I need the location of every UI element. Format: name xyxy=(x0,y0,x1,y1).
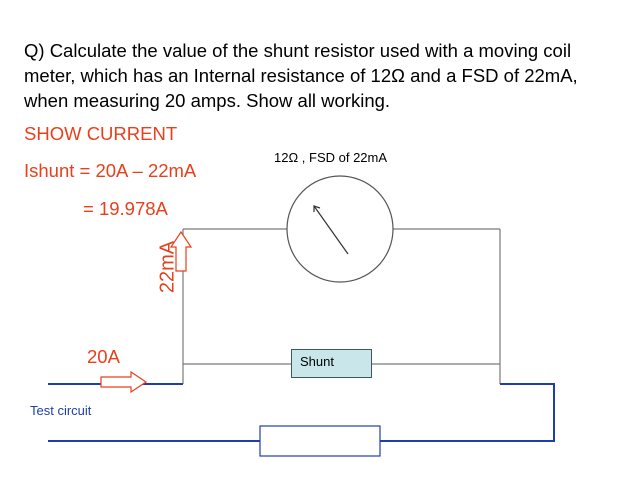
shunt-current-result: = 19.978A xyxy=(83,198,168,219)
test-wire-right xyxy=(380,383,555,442)
input-current-label: 20A xyxy=(87,346,120,367)
shunt-label: Shunt xyxy=(300,354,334,369)
test-circuit-label: Test circuit xyxy=(30,403,92,418)
input-current-arrow-icon xyxy=(100,370,148,394)
meter-current-arrow-icon xyxy=(169,230,193,272)
meter-circle xyxy=(286,175,394,283)
meter-spec-label: 12Ω , FSD of 22mA xyxy=(274,150,388,165)
shunt-current-equation: Ishunt = 20A – 22mA xyxy=(24,160,197,181)
shunt-resistor xyxy=(291,349,372,378)
test-load-box xyxy=(259,425,381,457)
working-heading: SHOW CURRENT xyxy=(24,123,178,144)
meter-needle xyxy=(313,205,349,255)
circuit-wires xyxy=(48,228,501,385)
meter-needle-head xyxy=(313,205,321,212)
question-text: Q) Calculate the value of the shunt resi… xyxy=(24,40,578,111)
